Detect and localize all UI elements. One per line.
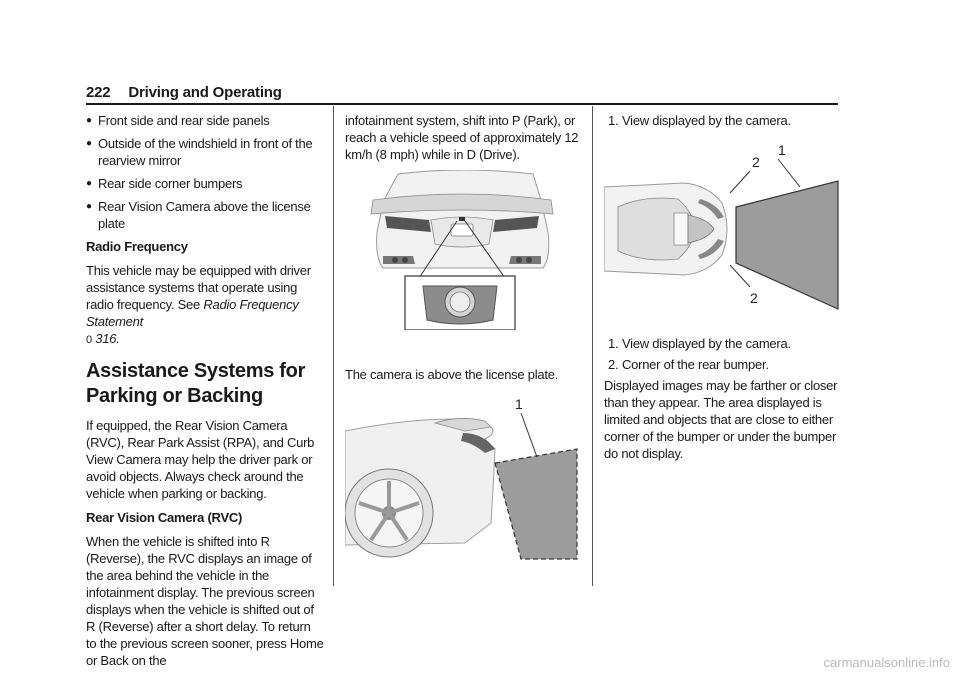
column-divider-1 [333, 106, 334, 586]
display-limitations-paragraph: Displayed images may be farther or close… [604, 378, 838, 461]
list-item: 1.View displayed by the camera. [608, 336, 791, 351]
figure-caption: The camera is above the license plate. [345, 367, 559, 382]
column-1: ●Front side and rear side panels ●Outsid… [86, 112, 324, 676]
column-divider-2 [592, 106, 593, 586]
callout-2-bottom: 2 [750, 290, 758, 306]
top-view-camera-illustration: 2 1 2 [604, 143, 839, 310]
rvc-paragraph: When the vehicle is shifted into R (Reve… [86, 534, 324, 668]
mounting-locations-list: ●Front side and rear side panels ●Outsid… [86, 112, 324, 232]
header-rule [86, 103, 838, 105]
radio-frequency-link[interactable]: Radio Frequency Statement [86, 297, 299, 329]
top-numbered-item: 1.View displayed by the camera. [604, 112, 842, 129]
page-reference[interactable]: 316 [95, 331, 117, 346]
rvc-heading: Rear Vision Camera (RVC) [86, 510, 243, 525]
radio-frequency-paragraph: This vehicle may be equipped with driver… [86, 263, 311, 346]
callout-2-top: 2 [752, 154, 760, 170]
list-item: ●Outside of the windshield in front of t… [86, 136, 313, 168]
side-view-camera-illustration: 1 [345, 396, 578, 560]
list-item: ●Rear Vision Camera above the license pl… [86, 199, 311, 231]
page-reference-icon: 0 [86, 334, 92, 346]
continued-paragraph: infotainment system, shift into P (Park)… [345, 113, 579, 162]
callout-1: 1 [778, 143, 786, 158]
column-2: infotainment system, shift into P (Park)… [345, 112, 583, 563]
figure-legend-list: 1.View displayed by the camera. 2.Corner… [604, 335, 842, 373]
section-title: Driving and Operating [128, 84, 282, 101]
assist-paragraph: If equipped, the Rear Vision Camera (RVC… [86, 418, 315, 501]
list-item: 1.View displayed by the camera. [608, 113, 791, 128]
list-item: ●Front side and rear side panels [86, 113, 270, 128]
callout-1: 1 [515, 396, 523, 412]
list-item: ●Rear side corner bumpers [86, 176, 243, 191]
page-number: 222 [86, 84, 111, 101]
list-item: 2.Corner of the rear bumper. [608, 357, 769, 372]
page-header: 222 Driving and Operating [86, 84, 282, 101]
rear-camera-illustration [370, 170, 554, 330]
watermark: carmanualsonline.info [823, 655, 950, 670]
column-3: 1.View displayed by the camera. 2 1 2 1.… [604, 112, 842, 469]
radio-frequency-heading: Radio Frequency [86, 239, 188, 254]
section-heading: Assistance Systems for Parking or Backin… [86, 360, 306, 407]
